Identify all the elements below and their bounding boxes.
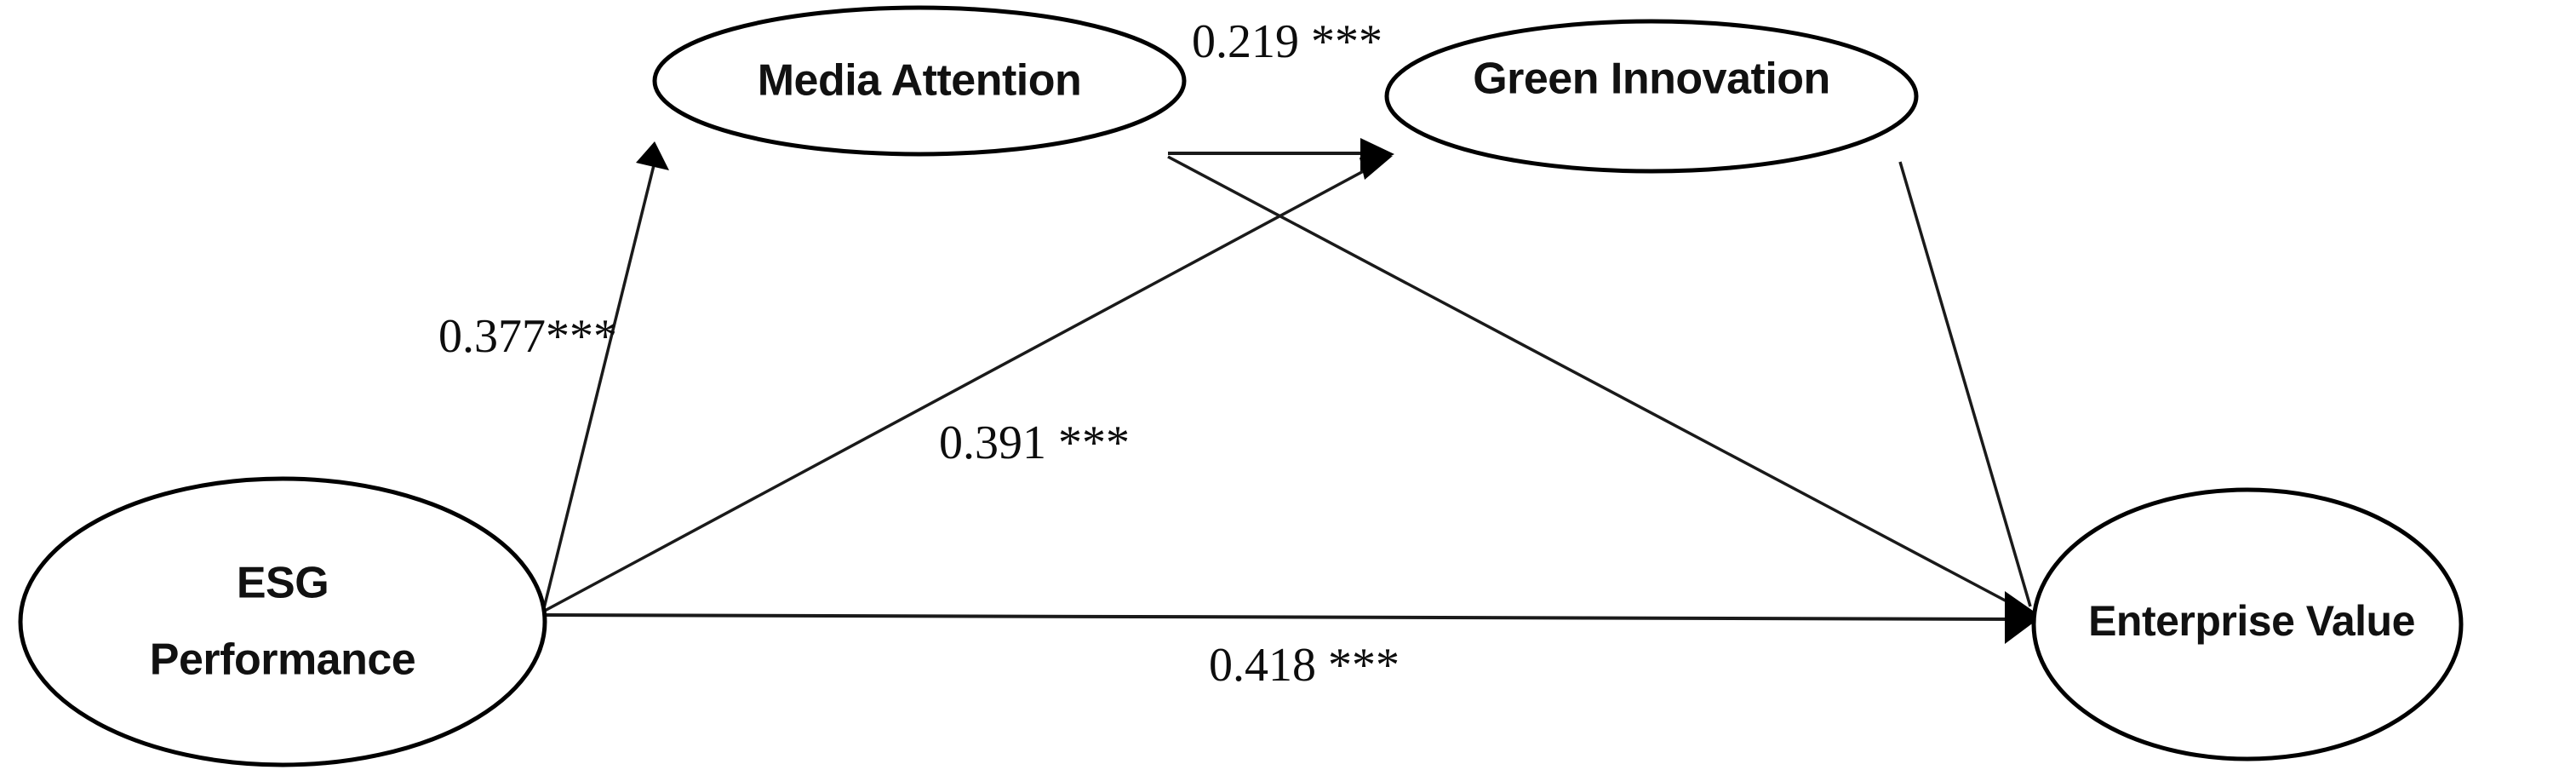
edge-media-attention-to-enterprise-value[interactable] [1167, 155, 2027, 613]
edge-line-media-attention-to-enterprise-value [1167, 155, 2027, 613]
node-esg-performance[interactable]: ESG Performance [18, 476, 547, 767]
node-label-esg-performance-line1: ESG [237, 559, 329, 608]
edge-line-esg-to-green-innovation [542, 160, 1382, 613]
node-label-green-innovation: Green Innovation [1473, 55, 1830, 104]
edge-line-esg-to-media-attention [541, 151, 659, 612]
coefficient-label-esg-to-green-innovation: 0.391 *** [939, 417, 1130, 469]
arrowhead-icon-enterprise-value [2005, 591, 2041, 644]
node-enterprise-value[interactable]: Enterprise Value [2031, 487, 2464, 761]
arrowhead-icon-media-attention [636, 141, 669, 170]
arrowhead-icon-green-innovation-from-media [1360, 138, 1394, 171]
node-shape-green-innovation [1384, 19, 1919, 174]
coefficient-label-group: 0.377*** 0.219 *** 0.391 *** 0.418 *** [438, 15, 1400, 692]
node-green-innovation[interactable]: Green Innovation [1384, 19, 1919, 174]
node-media-attention[interactable]: Media Attention [652, 5, 1187, 157]
edge-green-innovation-to-enterprise-value[interactable] [1898, 161, 2032, 607]
edge-line-esg-to-enterprise-value [542, 613, 2025, 621]
edge-media-attention-to-green-innovation[interactable] [1168, 138, 1394, 171]
node-label-esg-performance-line2: Performance [150, 635, 415, 685]
node-shape-esg-performance [18, 476, 547, 767]
coefficient-label-esg-to-enterprise-value: 0.418 *** [1209, 639, 1400, 692]
node-label-enterprise-value: Enterprise Value [2088, 597, 2415, 645]
edge-esg-to-green-innovation[interactable] [542, 156, 1393, 613]
edge-esg-to-enterprise-value[interactable] [542, 613, 2025, 621]
coefficient-label-media-attention-to-green-innovation: 0.219 *** [1192, 15, 1382, 68]
coefficient-label-esg-to-media-attention: 0.377*** [438, 310, 617, 363]
edge-esg-to-media-attention[interactable] [541, 141, 669, 612]
edge-line-green-innovation-to-enterprise-value [1898, 161, 2032, 607]
node-shape-media-attention [652, 5, 1187, 157]
node-label-media-attention: Media Attention [758, 56, 1082, 106]
edge-group [541, 138, 2041, 644]
node-shape-enterprise-value [2031, 487, 2464, 761]
